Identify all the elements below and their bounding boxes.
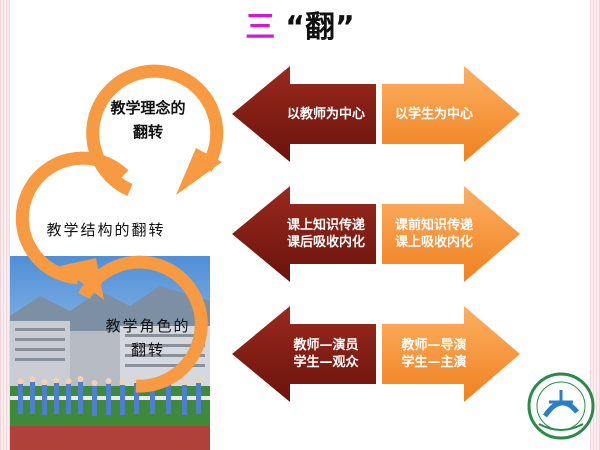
concept-flip-label: 教学理念的 翻转 [98, 96, 198, 144]
arrow-right-row3 [382, 306, 520, 402]
row1-left-line1: 以教师为中心 [286, 107, 365, 122]
row3-left-line2: 学生—观众 [293, 355, 359, 370]
role-flip-line1: 教学角色的 [105, 317, 191, 335]
row3-left-text: 教师—演员 学生—观众 [276, 337, 376, 371]
arrow-left-row3 [232, 306, 376, 402]
arrow-right-row2 [382, 186, 520, 282]
row2-left-line1: 课上知识传递 [286, 218, 365, 233]
row1-left-text: 以教师为中心 [276, 106, 376, 123]
row3-right-line1: 教师—导演 [401, 338, 467, 353]
school-emblem-icon [527, 372, 595, 440]
title-text: “翻” [285, 10, 355, 45]
concept-flip-line2: 翻转 [132, 123, 163, 141]
cycle-ring-3 [78, 255, 208, 393]
structure-flip-label: 教学结构的翻转 [46, 221, 166, 239]
role-flip-label: 教学角色的 翻转 [96, 314, 200, 362]
row2-right-text: 课前知识传递 课上吸收内化 [384, 217, 484, 251]
role-flip-line2: 翻转 [130, 341, 165, 359]
campus-photo [10, 256, 210, 450]
row2-left-line2: 课后吸收内化 [286, 235, 365, 250]
row3-right-text: 教师—导演 学生—主演 [384, 337, 484, 371]
row1-right-text: 以学生为中心 [384, 106, 484, 123]
row2-right-line1: 课前知识传递 [394, 218, 473, 233]
row2-left-text: 课上知识传递 课后吸收内化 [276, 217, 376, 251]
slide-title: 三 “翻” [0, 2, 600, 46]
row3-left-line1: 教师—演员 [293, 338, 359, 353]
row3-right-line2: 学生—主演 [401, 355, 467, 370]
concept-flip-line1: 教学理念的 [110, 99, 186, 117]
arrow-left-row2 [232, 186, 376, 282]
row2-right-line2: 课上吸收内化 [394, 235, 473, 250]
row1-right-line1: 以学生为中心 [394, 107, 473, 122]
right-border-stripe [590, 0, 600, 450]
title-number: 三 [245, 10, 276, 45]
arrow-right-row1 [382, 66, 520, 162]
arrow-left-row1 [232, 66, 376, 162]
left-border-stripe [0, 0, 10, 450]
